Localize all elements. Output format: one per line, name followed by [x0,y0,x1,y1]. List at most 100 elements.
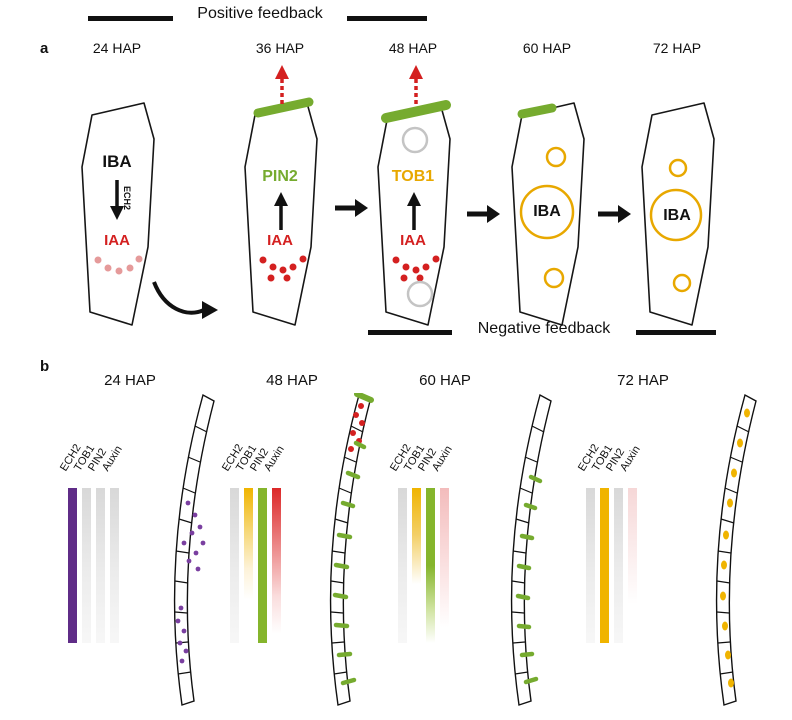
pin2-membrane-green [253,97,314,118]
expression-bar-auxin [628,488,637,643]
pin2-junction-marks [515,474,543,685]
cell-walls [330,425,364,675]
group-72hap: 72 HAP ECH2 TOB1 PIN2 Auxin [576,365,760,717]
pin2-membrane-green-partial [517,103,557,119]
transition-arrow [335,199,368,217]
stage-24hap-time: 24 HAP [92,40,142,56]
cell-file-outline [715,393,757,706]
vacuole-circle-small-bottom [672,273,692,293]
stage-60hap-time: 60 HAP [522,40,572,56]
stage-72hap: 72 HAP IBA [622,40,732,340]
iaa-label: IAA [400,232,426,249]
group-60hap-time: 60 HAP [419,372,471,389]
expression-bar-ech2 [68,488,77,643]
pin2-tip-green [354,393,374,403]
cell-file-arc-60hap [510,393,552,706]
pin2-label: PIN2 [262,168,298,185]
curved-transition-arrow [152,281,218,319]
group-60hap: 60 HAP ECH2 TOB1 PIN2 Auxin [388,365,565,717]
cell-file-outline [510,393,552,706]
cell-file-outline [173,393,215,706]
bar-label-auxin: Auxin [617,443,643,474]
pin2-membrane-green [381,100,451,123]
vacuole-circle-small-bottom [543,267,565,289]
negative-feedback-bar-left [368,330,452,335]
bar-label-auxin: Auxin [261,443,287,474]
cell-file-outline [329,393,371,706]
up-arrowhead [274,192,288,206]
auxin-dots [348,403,365,452]
auxin-efflux-arrowhead [409,65,423,79]
vacuole-circle-large [519,184,575,240]
tob1-label: TOB1 [391,168,435,185]
pin2-junction-marks [332,440,367,686]
group-72hap-time: 72 HAP [617,372,669,389]
group-48hap: 48 HAP ECH2 TOB1 PIN2 Auxin [220,365,382,717]
bar-label-auxin: Auxin [99,443,125,474]
iaa-dots-faint [94,255,143,275]
ech2-label: ECH2 [122,186,132,211]
expression-bar-tob1 [412,488,421,643]
expression-bar-pin2 [258,488,267,643]
auxin-efflux-arrowhead [275,65,289,79]
bar-label-auxin: Auxin [429,443,455,474]
panel-b-label: b [40,358,50,375]
expression-bar-auxin [272,488,281,643]
iba-stored-label: IBA [663,207,691,224]
vacuole-circle-small-top [545,146,567,168]
group-48hap-time: 48 HAP [266,372,318,389]
group-24hap: 24 HAP ECH2 TOB1 PIN2 Auxin [58,365,230,717]
cell-file-arc-72hap [715,393,757,706]
cell-drawing-48hap [377,65,451,326]
cell-outline [641,102,715,326]
expression-bar-auxin [440,488,449,643]
expression-bar-tob1 [600,488,609,643]
iaa-dots [259,255,307,282]
stage-72hap-time: 72 HAP [652,40,702,56]
group-24hap-time: 24 HAP [104,372,156,389]
expression-bar-pin2 [96,488,105,643]
up-arrowhead [407,192,421,206]
positive-feedback-bar-left [88,16,173,21]
expression-bar-pin2 [614,488,623,643]
vacuole-circle-small-top [668,158,688,178]
expression-bar-ech2 [586,488,595,643]
expression-bar-ech2 [398,488,407,643]
conversion-arrowhead [110,206,124,220]
positive-feedback-bar-right [347,16,427,21]
negative-feedback-bar-right [636,330,716,335]
vacuole-circle-inactive-bottom [406,280,434,308]
tob1-vacuole-dots [720,408,750,688]
cell-drawing-72hap [641,102,715,326]
iaa-label: IAA [267,232,293,249]
cell-walls [511,425,545,675]
cell-walls [716,425,750,675]
stage-60hap: 60 HAP IBA [492,40,602,340]
expression-bar-auxin [110,488,119,643]
cell-drawing-60hap [511,102,585,326]
transition-arrow [467,205,500,223]
iba-stored-label: IBA [533,203,561,220]
iaa-dots [392,255,440,282]
expression-bar-pin2 [426,488,435,643]
cell-file-arc-24hap [173,393,215,706]
iba-label: IBA [102,152,132,171]
vacuole-circle-large [649,188,703,242]
positive-feedback-label: Positive feedback [197,5,323,22]
expression-bar-tob1 [82,488,91,643]
expression-bar-ech2 [230,488,239,643]
expression-bar-tob1 [244,488,253,643]
stage-36hap: 36 HAP PIN2 IAA [225,40,335,340]
ech2-signal-dots [175,500,206,664]
negative-feedback-label: Negative feedback [477,320,611,337]
transition-arrow [598,205,631,223]
cell-drawing-36hap [244,65,318,326]
stage-48hap: 48 HAP TOB1 IAA [358,40,468,340]
cell-file-arc-48hap [329,393,374,706]
stage-24hap: 24 HAP IBA ECH2 IAA [62,40,172,340]
cell-drawing-24hap [81,102,155,326]
vacuole-circle-inactive-top [401,126,429,154]
stage-36hap-time: 36 HAP [255,40,305,56]
stage-48hap-time: 48 HAP [388,40,438,56]
